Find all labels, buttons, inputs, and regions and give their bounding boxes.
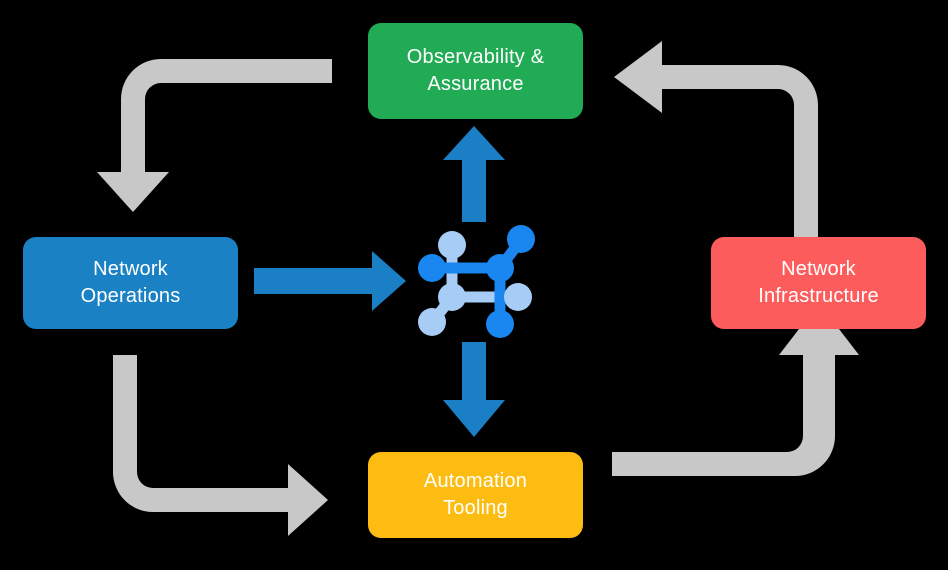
node-automation-tooling[interactable]: Automation Tooling [368, 452, 583, 538]
hub-arrow-up [443, 126, 505, 222]
node-observability-assurance-label: Observability & Assurance [406, 46, 545, 95]
node-network-infrastructure[interactable]: Network Infrastructure [711, 237, 926, 329]
cycle-arrow-network-operations-to-automation-tooling [113, 355, 328, 536]
node-network-operations-label: Network Operations [80, 258, 181, 307]
cycle-arrow-network-infrastructure-to-observability [614, 41, 818, 240]
network-topology-icon [418, 225, 535, 338]
hub-arrow-down [443, 342, 505, 437]
node-network-infrastructure-label: Network Infrastructure [758, 258, 879, 307]
node-automation-tooling-label: Automation Tooling [423, 470, 528, 519]
cycle-arrow-automation-tooling-to-network-infrastructure [612, 303, 859, 476]
node-observability-assurance[interactable]: Observability & Assurance [368, 23, 583, 119]
node-network-operations[interactable]: Network Operations [23, 237, 238, 329]
hub-arrow-right [254, 251, 406, 311]
cycle-arrow-observability-to-network-operations [97, 59, 332, 212]
